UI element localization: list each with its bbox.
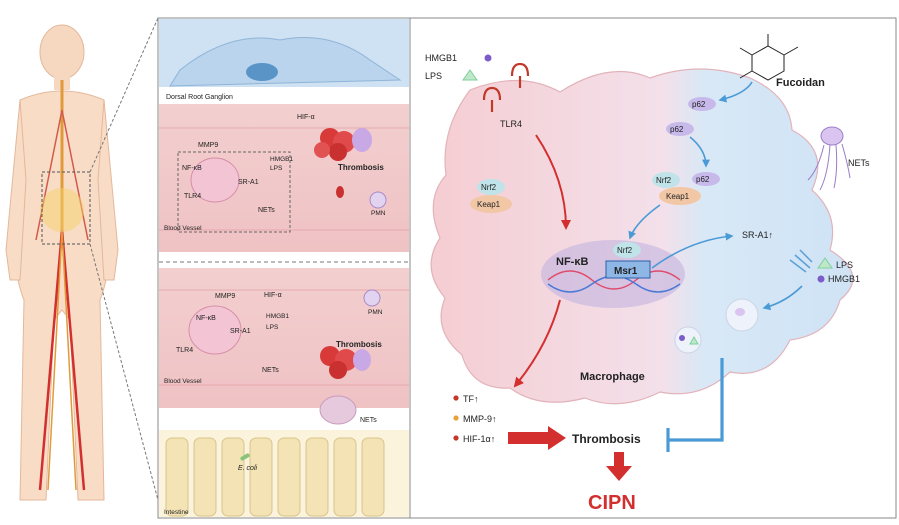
nrf2-oval-mid xyxy=(652,172,680,188)
sra1-receptor xyxy=(789,249,813,273)
msr1-label: Msr1 xyxy=(614,266,638,277)
nets-inner-label-bottom: NETs xyxy=(262,367,279,374)
pmn-label-bottom: PMN xyxy=(368,309,383,316)
outputs-to-thrombosis-arrow xyxy=(508,426,566,450)
human-body-illustration xyxy=(5,17,159,501)
intestine-villi xyxy=(165,437,385,517)
keap1-oval-mid xyxy=(659,187,701,205)
nets-label-top: NETs xyxy=(258,207,275,214)
hif-label-top: HIF-α xyxy=(297,114,315,121)
thrombosis-to-cipn-arrow xyxy=(606,452,632,481)
intestine-label: Intestine xyxy=(164,509,189,516)
nrf2-oval-nucleus xyxy=(613,242,641,258)
hmgb1-label-right: HMGB1 xyxy=(828,274,860,284)
hmgb1-label-bottom: HMGB1 xyxy=(266,313,290,320)
nfkb-label: NF-κB xyxy=(556,256,588,268)
fucoidan-to-p62-arrow xyxy=(718,81,753,103)
fucoidan-structure xyxy=(739,34,799,81)
output-tf: TF↑ xyxy=(463,394,479,404)
pmn-label-top: PMN xyxy=(371,210,386,217)
fucoidan-label: Fucoidan xyxy=(776,77,825,89)
nets-icon xyxy=(807,126,851,191)
nets-label: NETs xyxy=(848,158,870,168)
thrombus-cluster-top xyxy=(314,128,372,161)
legend-lps-label: LPS xyxy=(425,71,442,81)
lps-label-bottom: LPS xyxy=(266,324,279,331)
thrombosis-label-top: Thrombosis xyxy=(338,163,384,172)
neuron-nucleus xyxy=(246,63,278,81)
tlr4-to-nfkb-arrow xyxy=(535,134,571,230)
pmn-cell-bottom xyxy=(363,289,381,307)
nrf2-label-mid: Nrf2 xyxy=(656,176,672,185)
tlr4-label: TLR4 xyxy=(500,119,522,129)
sra1-label-top: SR-A1 xyxy=(238,179,259,186)
lps-legend-triangle xyxy=(462,69,478,81)
lps-label-right: LPS xyxy=(836,260,853,270)
phagosome-2 xyxy=(674,326,702,354)
msr1-to-sra1-arrow xyxy=(651,232,734,269)
pmn-cell-top xyxy=(369,191,387,209)
ecoli-label: E. coli xyxy=(238,465,258,472)
p62-label-2: p62 xyxy=(670,125,684,134)
nets-label-bottom: NETs xyxy=(360,417,377,424)
mmp9-label-bottom: MMP9 xyxy=(215,293,235,300)
p62-oval-2 xyxy=(666,122,694,136)
keap1-label-mid: Keap1 xyxy=(666,192,690,201)
thrombosis-label-bottom: Thrombosis xyxy=(336,340,382,349)
cipn-label: CIPN xyxy=(588,492,636,514)
macrophage-label: Macrophage xyxy=(580,371,645,383)
ganglion-label: Dorsal Root Ganglion xyxy=(166,94,233,101)
ligand-uptake-arrow xyxy=(762,285,803,311)
tlr4-receptors xyxy=(482,62,530,112)
nfkb-label-top: NF-κB xyxy=(182,165,202,172)
hmgb1-label-top: HMGB1 xyxy=(270,156,294,163)
keap1-oval-left xyxy=(470,195,512,213)
thrombus-cluster-bottom xyxy=(320,346,371,379)
nrf2-label-nucleus: Nrf2 xyxy=(617,246,633,255)
lps-triangle-right xyxy=(817,257,833,269)
right-panel: HMGB1 LPS TLR4 Fucoidan p62 p62 p62 xyxy=(409,17,897,519)
p62-down-arrow xyxy=(689,136,710,168)
sra1-label-bottom: SR-A1 xyxy=(230,328,251,335)
left-panel: Dorsal Root Ganglion HIF-α MMP9 NF-κB HM… xyxy=(157,17,411,519)
keap1-to-nucleus-arrow xyxy=(628,204,661,240)
thrombosis-label: Thrombosis xyxy=(572,432,641,446)
lps-label-top: LPS xyxy=(270,165,283,172)
nrf2-label-left: Nrf2 xyxy=(481,183,497,192)
hif-label-bottom: HIF-α xyxy=(264,292,282,299)
nfkb-label-bottom: NF-κB xyxy=(196,315,216,322)
hmgb1-legend-dot xyxy=(484,54,492,62)
p62-label-1: p62 xyxy=(692,100,706,109)
p62-label-3: p62 xyxy=(696,175,710,184)
sra1-label: SR-A1↑ xyxy=(742,230,773,240)
tlr4-label-top: TLR4 xyxy=(184,193,201,200)
nfkb-to-outputs-arrow xyxy=(513,299,561,388)
msr1-box xyxy=(605,260,651,279)
output-hif: HIF-1α↑ xyxy=(463,434,495,444)
tlr4-label-bottom: TLR4 xyxy=(176,347,193,354)
mmp9-label-top: MMP9 xyxy=(198,142,218,149)
inhibition-line xyxy=(668,358,724,442)
blood-vessel-label-top: Blood Vessel xyxy=(164,225,202,232)
keap1-label-left: Keap1 xyxy=(477,200,501,209)
p62-oval-3 xyxy=(692,172,720,186)
output-mmp9: MMP-9↑ xyxy=(463,414,497,424)
blood-vessel-label-bottom: Blood Vessel xyxy=(164,378,202,385)
legend-hmgb1-label: HMGB1 xyxy=(425,53,457,63)
hmgb1-dot-right xyxy=(817,275,825,283)
p62-oval-1 xyxy=(688,97,716,111)
nrf2-oval-left xyxy=(477,179,505,195)
